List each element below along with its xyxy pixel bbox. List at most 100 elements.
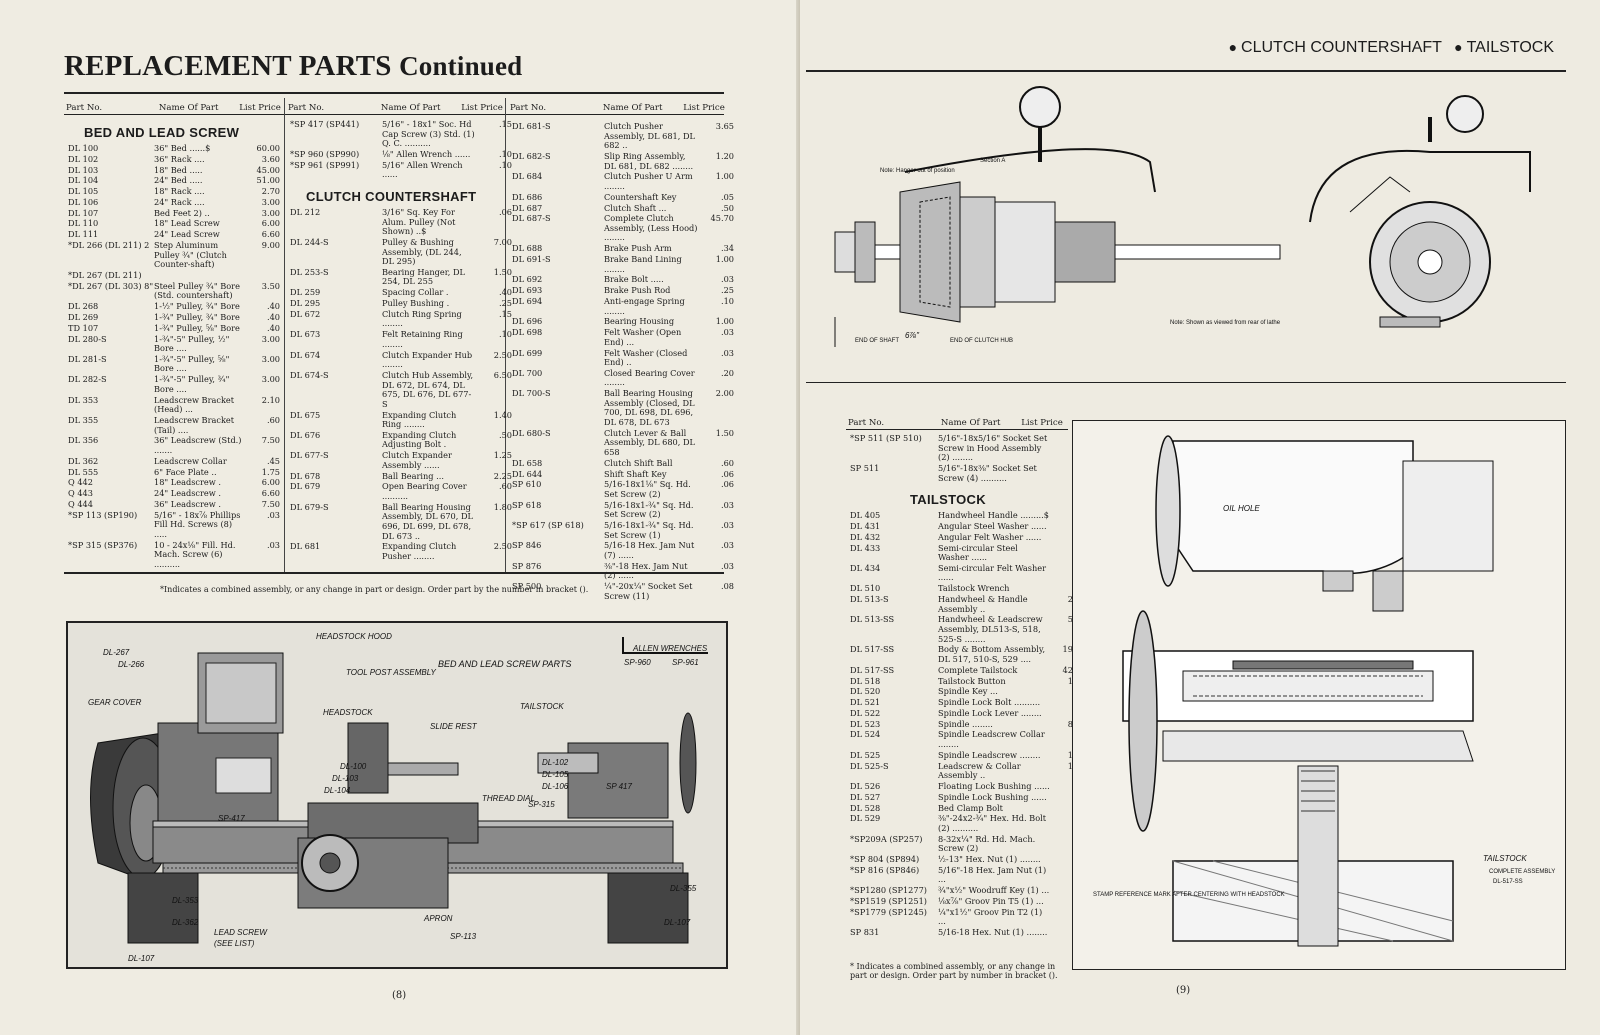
section-bed-lead-screw: BED AND LEAD SCREW (84, 125, 240, 140)
list-price: .08 (720, 581, 734, 592)
top-rule (806, 70, 1566, 72)
part-name: 5/16" - 18x⅞ Phillips Fill Hd. Screws (8… (154, 509, 241, 539)
list-price: 2.50 (493, 349, 512, 360)
label-dl105: DL-105 (542, 770, 569, 779)
part-name: 5/16-18x1-¾" Sq. Hd. Set Screw (2) (604, 499, 694, 520)
running-head-clutch: CLUTCH COUNTERSHAFT (1241, 39, 1442, 56)
part-number: DL 106 (68, 196, 99, 207)
label-dl353: DL-353 (172, 896, 199, 905)
part-number: DL 111 (68, 229, 99, 240)
part-name: Tailstock Button (938, 675, 1006, 686)
part-name: Angular Steel Washer ...... (938, 520, 1047, 531)
part-name: Brake Push Arm (604, 243, 672, 254)
list-price: .05 (720, 191, 734, 202)
part-number: DL 362 (68, 455, 99, 466)
label-slide-rest: SLIDE REST (430, 722, 478, 731)
part-number: *SP 113 (SP190) (68, 509, 138, 520)
part-number: DL 104 (68, 175, 99, 186)
part-number: DL 674-S (290, 369, 329, 380)
right-table: *SP 511 (SP 510)5/16"-18x5/16" Socket Se… (846, 433, 1086, 939)
figure-title: BED AND LEAD SCREW PARTS (438, 659, 571, 669)
part-name: Steel Pulley ¾" Bore (Std. countershaft) (154, 280, 240, 301)
part-name: 6" Face Plate .. (154, 466, 217, 477)
part-name: Clutch Shaft ... (604, 202, 667, 213)
part-number: DL 676 (290, 429, 321, 440)
list-price: 6.50 (493, 369, 512, 380)
part-number: DL 434 (850, 562, 881, 573)
part-number: SP 618 (512, 499, 542, 510)
part-number: DL 700 (512, 367, 543, 378)
part-name: ¼"-20x¼" Socket Set Screw (11) (604, 581, 693, 601)
part-name: Floating Lock Bushing ...... (938, 780, 1050, 791)
part-number: DL 110 (68, 218, 99, 229)
part-number: DL 682-S (512, 150, 551, 161)
part-name: Open Bearing Cover .......... (382, 481, 467, 501)
list-price: .06 (720, 479, 734, 490)
label-oil-hole: OIL HOLE (1223, 504, 1260, 513)
list-price: .60 (720, 457, 734, 468)
part-number: DL 212 (290, 206, 321, 217)
part-number: DL 107 (68, 207, 99, 218)
part-number: SP 846 (512, 540, 542, 551)
part-number: DL 686 (512, 191, 543, 202)
part-name: ¾"x½" Woodruff Key (1) ... (938, 885, 1050, 896)
label-tailstock: TAILSTOCK (520, 702, 564, 711)
part-name: 36" Rack .... (154, 153, 205, 164)
part-number: DL 281-S (68, 353, 107, 364)
list-price: 3.60 (261, 153, 280, 164)
part-number: DL 105 (68, 186, 99, 197)
part-number: *SP 511 (SP 510) (850, 433, 922, 443)
part-number: *DL 266 (DL 211) 2 (68, 240, 150, 251)
list-price: .03 (720, 347, 734, 358)
part-number: SP 876 (512, 560, 542, 571)
list-price: 2.10 (261, 394, 280, 405)
label-dl102: DL-102 (542, 758, 569, 767)
part-number: DL 681-S (512, 121, 551, 131)
part-name: Brake Push Rod (604, 285, 671, 296)
part-name: Bed Feet 2) .. (154, 207, 210, 218)
part-name: Ball Bearing ... (382, 470, 444, 481)
part-name: ⅛x⅞" Groov Pin T5 (1) ... (938, 896, 1044, 906)
part-name: Countershaft Key (604, 191, 677, 202)
right-col-header: Part No. Name Of Part List Price (848, 418, 1063, 428)
part-name: Ball Bearing Housing Assembly (Closed, D… (604, 388, 695, 428)
part-name: 1-¾"-5" Pulley, ¾" Bore .... (154, 374, 230, 394)
table-row: DL 102 36" Rack .... 3.60 (64, 153, 282, 165)
part-number: DL 102 (68, 153, 99, 164)
part-number: *DL 267 (DL 303) 8" (68, 280, 154, 291)
col1-header: Part No. Name Of Part List Price (66, 103, 281, 113)
part-name: Pulley Bushing . (382, 298, 450, 309)
part-name: Felt Washer (Closed End) .. (604, 347, 688, 368)
part-name: Leadscrew Bracket (Head) ... (154, 394, 235, 415)
label-headstock: HEADSTOCK (323, 708, 373, 717)
part-number: DL 269 (68, 311, 99, 322)
part-number: DL 658 (512, 457, 543, 468)
list-price: .03 (720, 520, 734, 531)
part-name: Spindle ........ (938, 718, 993, 729)
table-row: *SP 511 (SP 510)5/16"-18x5/16" Socket Se… (846, 433, 1086, 463)
part-number: DL 295 (290, 298, 321, 309)
part-number: DL 523 (850, 718, 881, 729)
part-name: Brake Bolt ..... (604, 274, 664, 285)
part-name: 1-¾"-5" Pulley, ⅝" Bore .... (154, 353, 230, 374)
list-price: .10 (720, 295, 734, 306)
label-dimension: 6⅞" (905, 331, 920, 340)
part-number: DL 528 (850, 802, 881, 813)
part-name: Pulley & Bushing Assembly, (DL 244, DL 2… (382, 236, 462, 267)
part-number: DL 644 (512, 468, 543, 479)
